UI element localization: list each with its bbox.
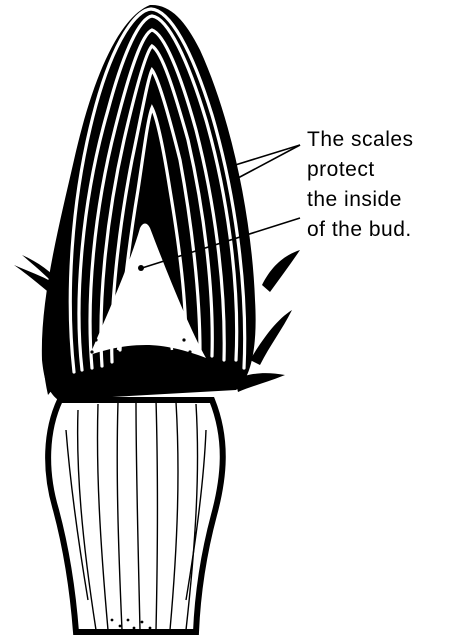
label-line-1: The scales [307, 125, 457, 155]
bud-label: The scales protect the inside of the bud… [307, 125, 457, 245]
label-line-2: protect [307, 155, 457, 185]
label-line-4: of the bud. [307, 215, 457, 245]
label-line-3: the inside [307, 185, 457, 215]
